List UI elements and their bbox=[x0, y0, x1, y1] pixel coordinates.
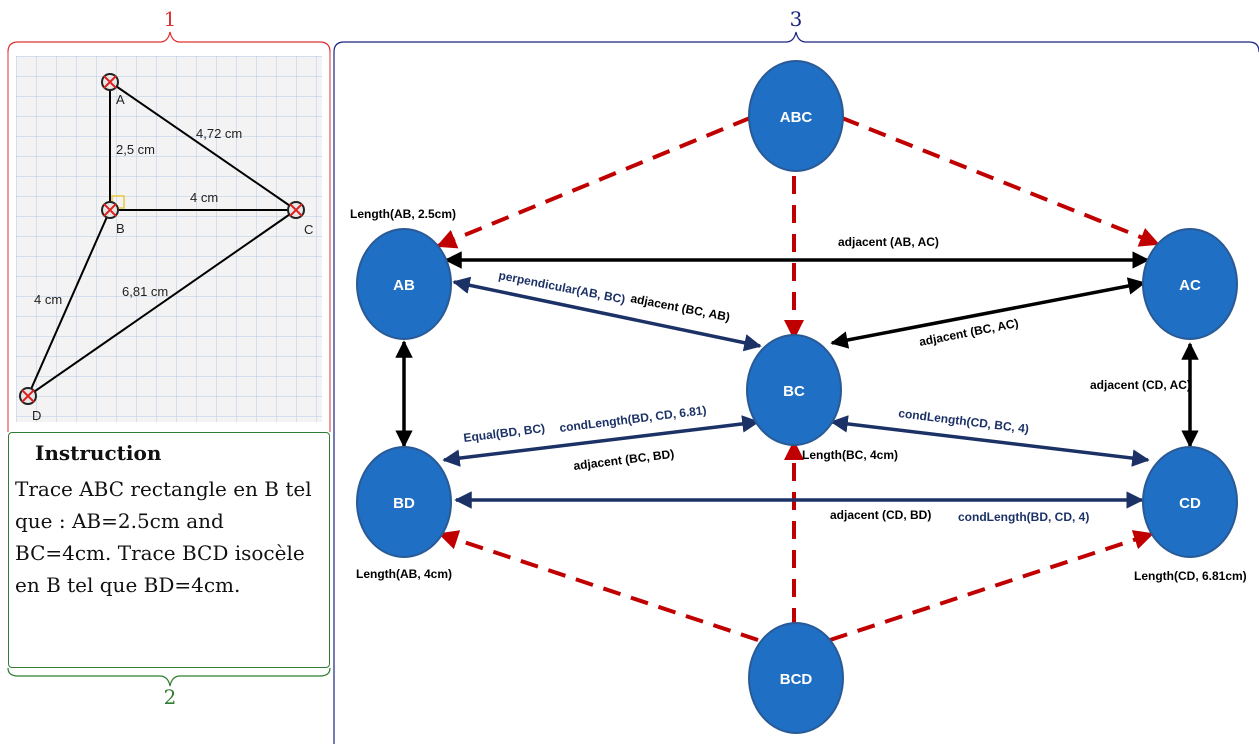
black-edges bbox=[395, 251, 1199, 448]
label-cond-bd-cd-4: condLength(BD, CD, 4) bbox=[958, 510, 1089, 524]
label-adj-cd-ac: adjacent (CD, AC) bbox=[1090, 378, 1191, 392]
edge-bcd-cd bbox=[829, 530, 1154, 642]
point-markers[interactable] bbox=[19, 73, 305, 405]
node-bc bbox=[746, 334, 842, 446]
node-bd-label: BD bbox=[393, 495, 415, 512]
annot-length-bc: Length(BC, 4cm) bbox=[802, 448, 898, 462]
node-bc-label: BC bbox=[783, 383, 805, 400]
node-abc bbox=[748, 60, 844, 172]
geometry-grid bbox=[16, 56, 322, 422]
segment-length-labels: 2,5 cm 4,72 cm 4 cm 4 cm 6,81 cm bbox=[34, 126, 242, 307]
point-labels: A B C D bbox=[32, 92, 313, 423]
instruction-text: Trace ABC rectangle en B tel que : AB=2.… bbox=[15, 477, 312, 597]
instruction-title: Instruction bbox=[35, 441, 162, 465]
edge-bcd-bd bbox=[438, 530, 759, 642]
dashed-edges bbox=[436, 116, 1160, 642]
point-c-label: C bbox=[304, 222, 313, 237]
label-adj-bc-bd: adjacent (BC, BD) bbox=[573, 447, 675, 473]
length-ab-label: 2,5 cm bbox=[116, 142, 155, 157]
length-bd-label: 4 cm bbox=[34, 292, 62, 307]
node-ac bbox=[1142, 228, 1238, 340]
segment-bd bbox=[27, 209, 111, 397]
panel1-brace bbox=[7, 31, 331, 53]
node-ac-label: AC bbox=[1179, 277, 1201, 294]
point-d-marker[interactable] bbox=[19, 387, 37, 405]
edge-bc-ac bbox=[830, 277, 1146, 349]
point-b-label: B bbox=[116, 221, 125, 236]
node-annotations: Length(AB, 2.5cm) Length(BC, 4cm) Length… bbox=[350, 207, 1247, 583]
annot-length-bd: Length(AB, 4cm) bbox=[356, 567, 452, 581]
point-a-marker[interactable] bbox=[101, 73, 119, 91]
label-perp-ab-bc: perpendicular(AB, BC) bbox=[497, 268, 626, 306]
label-adj-cd-bd: adjacent (CD, BD) bbox=[830, 508, 931, 522]
length-bc-label: 4 cm bbox=[190, 190, 218, 205]
length-cd-label: 6,81 cm bbox=[122, 284, 168, 299]
node-bd bbox=[356, 446, 452, 558]
label-equal-bd-bc: Equal(BD, BC) bbox=[463, 421, 546, 445]
panel3-brace bbox=[333, 31, 1259, 744]
edge-abc-ab bbox=[436, 116, 751, 249]
graph-nodes[interactable] bbox=[356, 60, 1238, 734]
label-adj-bc-ac: adjacent (BC, AC) bbox=[918, 316, 1020, 349]
segment-cd bbox=[27, 209, 297, 397]
panel3-label: 3 bbox=[790, 7, 803, 31]
point-b-marker[interactable] bbox=[101, 201, 119, 219]
node-ab bbox=[356, 228, 452, 340]
edge-bc-cd bbox=[830, 415, 1150, 467]
node-abc-label: ABC bbox=[780, 109, 813, 126]
panel1-border bbox=[7, 52, 331, 432]
panel1-label: 1 bbox=[164, 7, 177, 31]
node-ab-label: AB bbox=[393, 277, 415, 294]
edge-ab-bc bbox=[452, 276, 762, 352]
segment-ac bbox=[109, 81, 297, 211]
node-cd bbox=[1142, 446, 1238, 558]
point-d-label: D bbox=[32, 408, 41, 423]
node-labels: ABC AB AC BC BD CD BCD bbox=[393, 109, 1201, 688]
instruction-panel: Instruction Trace ABC rectangle en B tel… bbox=[8, 432, 330, 668]
length-ac-label: 4,72 cm bbox=[196, 126, 242, 141]
node-bcd bbox=[748, 622, 844, 734]
node-bcd-label: BCD bbox=[780, 671, 813, 688]
point-c-marker[interactable] bbox=[287, 201, 305, 219]
edge-bd-bc bbox=[442, 415, 760, 467]
annot-length-ab: Length(AB, 2.5cm) bbox=[350, 207, 456, 221]
navy-edges bbox=[442, 276, 1150, 509]
panel2-brace bbox=[7, 667, 331, 687]
annot-length-cd: Length(CD, 6.81cm) bbox=[1134, 569, 1247, 583]
edge-abc-ac bbox=[841, 116, 1160, 247]
node-cd-label: CD bbox=[1179, 495, 1201, 512]
geometry-segments bbox=[27, 81, 297, 397]
label-adj-bc-ab: adjacent (BC, AB) bbox=[629, 291, 731, 324]
point-a-label: A bbox=[116, 92, 125, 107]
panel2-label: 2 bbox=[164, 685, 177, 709]
label-adj-ab-ac: adjacent (AB, AC) bbox=[838, 235, 939, 249]
